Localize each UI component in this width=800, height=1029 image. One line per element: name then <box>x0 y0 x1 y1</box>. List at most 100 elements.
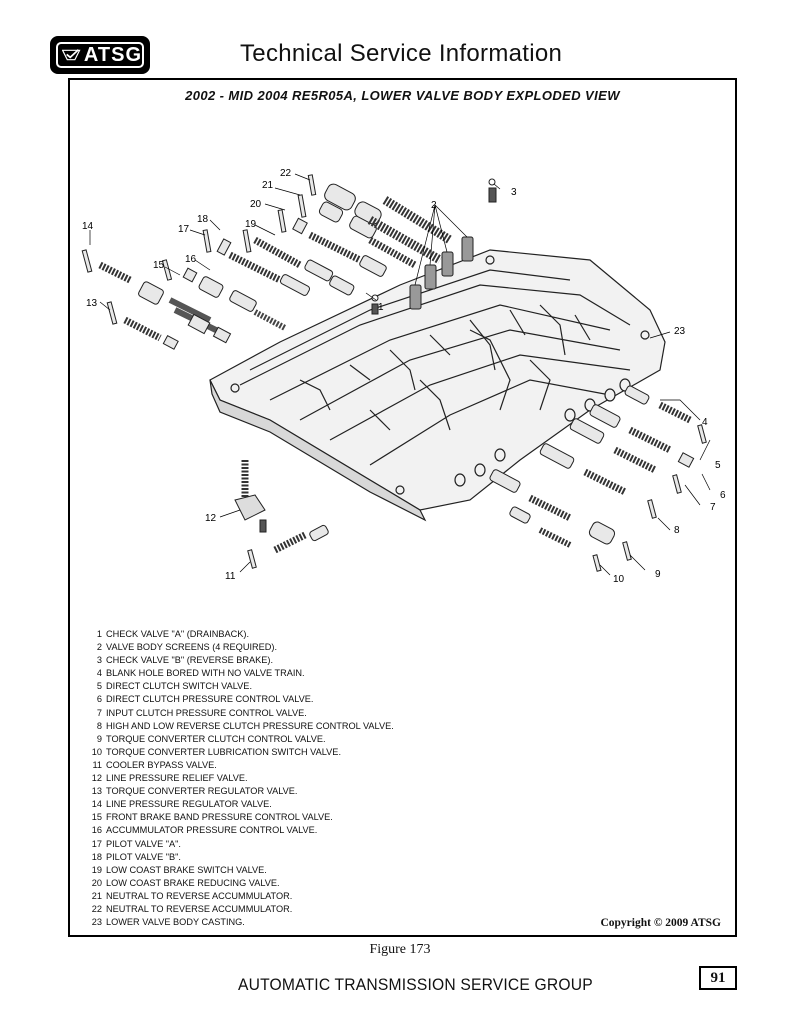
lower-valve-trains <box>234 385 707 572</box>
callout-17: 17 <box>178 224 190 235</box>
legend-item-text: LOW COAST BRAKE REDUCING VALVE. <box>106 877 280 888</box>
legend-item-text: TORQUE CONVERTER REGULATOR VALVE. <box>106 786 298 797</box>
page-number: 91 <box>699 966 737 990</box>
legend-item: 18 PILOT VALVE "B". <box>82 851 394 864</box>
legend-item-text: CHECK VALVE "B" (REVERSE BRAKE). <box>106 655 274 666</box>
legend-item-number: 1 <box>96 629 102 639</box>
legend-item-text: NEUTRAL TO REVERSE ACCUMMULATOR. <box>106 903 293 914</box>
legend-item-text: PILOT VALVE "B". <box>106 851 181 862</box>
legend-item: 19 LOW COAST BRAKE SWITCH VALVE. <box>82 864 394 877</box>
legend-item-number: 17 <box>91 838 102 849</box>
legend-item: 3 CHECK VALVE "B" (REVERSE BRAKE). <box>82 654 394 667</box>
callout-4: 4 <box>702 417 708 428</box>
legend-item-text: LOW COAST BRAKE SWITCH VALVE. <box>106 864 267 875</box>
legend-item: 13 TORQUE CONVERTER REGULATOR VALVE. <box>82 785 394 798</box>
callout-14: 14 <box>82 221 94 232</box>
legend-item-number: 7 <box>96 707 102 718</box>
callout-19: 19 <box>245 219 257 230</box>
legend-item-number: 12 <box>91 773 102 784</box>
legend-item-text: LINE PRESSURE RELIEF VALVE. <box>106 773 248 784</box>
legend-item: 1 CHECK VALVE "A" (DRAINBACK). <box>82 628 394 641</box>
legend-item-text: FRONT BRAKE BAND PRESSURE CONTROL VALVE. <box>106 812 333 823</box>
legend-item-text: TORQUE CONVERTER CLUTCH CONTROL VALVE. <box>106 733 326 744</box>
legend-item-number: 2 <box>96 642 102 653</box>
legend-item-number: 18 <box>91 851 102 862</box>
legend-item-text: LINE PRESSURE REGULATOR VALVE. <box>106 799 272 810</box>
callout-21: 21 <box>262 180 274 191</box>
legend-item-number: 6 <box>96 694 102 705</box>
logo-text: ATSG <box>83 43 142 66</box>
legend-item: 14 LINE PRESSURE REGULATOR VALVE. <box>82 798 394 811</box>
legend-item-number: 21 <box>91 890 102 901</box>
legend-item-text: INPUT CLUTCH PRESSURE CONTROL VALVE. <box>106 707 307 718</box>
callout-8: 8 <box>674 525 680 536</box>
legend-item-number: 23 <box>91 917 102 928</box>
legend-item-text: ACCUMMULATOR PRESSURE CONTROL VALVE. <box>106 825 318 836</box>
legend-item-number: 22 <box>91 903 102 914</box>
callout-16: 16 <box>185 254 197 265</box>
callout-11: 11 <box>225 571 236 582</box>
callout-10: 10 <box>613 574 625 585</box>
leader-lines <box>89 173 711 576</box>
legend-item: 22 NEUTRAL TO REVERSE ACCUMMULATOR. <box>82 903 394 916</box>
legend-item-text: LOWER VALVE BODY CASTING. <box>106 917 245 928</box>
legend-item-number: 20 <box>91 877 102 888</box>
footer-organization: AUTOMATIC TRANSMISSION SERVICE GROUP <box>238 975 593 994</box>
legend-item: 17 PILOT VALVE "A". <box>82 838 394 851</box>
legend-item-number: 14 <box>91 799 102 810</box>
legend-item-text: CHECK VALVE "A" (DRAINBACK). <box>106 629 250 639</box>
legend-item-number: 19 <box>91 864 102 875</box>
legend-item-number: 11 <box>92 759 102 770</box>
callout-23: 23 <box>674 326 686 337</box>
legend-item: 12 LINE PRESSURE RELIEF VALVE. <box>82 772 394 785</box>
legend-item-number: 3 <box>96 655 102 666</box>
legend-item-number: 4 <box>96 668 102 679</box>
exploded-view-drawing: 1 2 3 4 5 6 7 8 9 10 11 12 13 14 15 16 1… <box>81 168 726 585</box>
callout-3: 3 <box>511 187 517 198</box>
parts-legend: 1 CHECK VALVE "A" (DRAINBACK). 2 VALVE BODY… <box>82 628 394 929</box>
callout-20: 20 <box>250 199 262 210</box>
legend-item-text: NEUTRAL TO REVERSE ACCUMMULATOR. <box>106 890 293 901</box>
legend-item: 20 LOW COAST BRAKE REDUCING VALVE. <box>82 877 394 890</box>
copyright: Copyright © 2009 ATSG <box>600 917 721 929</box>
legend-item-text: PILOT VALVE "A". <box>106 838 181 849</box>
checkmark-icon <box>62 49 81 61</box>
legend-item: 16 ACCUMMULATOR PRESSURE CONTROL VALVE. <box>82 824 394 837</box>
spring-14 <box>98 261 132 284</box>
legend-item-number: 8 <box>96 720 102 731</box>
legend-item-text: VALVE BODY SCREENS (4 REQUIRED). <box>106 642 278 653</box>
callout-22: 22 <box>280 168 292 179</box>
legend-item-text: BLANK HOLE BORED WITH NO VALVE TRAIN. <box>106 668 305 679</box>
legend-item-text: DIRECT CLUTCH PRESSURE CONTROL VALVE. <box>106 694 314 705</box>
callout-18: 18 <box>197 214 209 225</box>
legend-item-number: 13 <box>91 786 102 797</box>
legend-item-text: TORQUE CONVERTER LUBRICATION SWITCH VALV… <box>106 746 341 757</box>
legend-item: 8 HIGH AND LOW REVERSE CLUTCH PRESSURE CO… <box>82 720 394 733</box>
legend-item-text: HIGH AND LOW REVERSE CLUTCH PRESSURE CON… <box>106 720 394 731</box>
callout-12: 12 <box>205 513 217 524</box>
legend-item: 23 LOWER VALVE BODY CASTING. <box>82 916 394 929</box>
atsg-logo: ATSG <box>50 36 150 74</box>
legend-item-number: 10 <box>91 746 102 757</box>
spring-13 <box>123 316 162 342</box>
callout-6: 6 <box>720 490 726 501</box>
page-title: Technical Service Information <box>240 40 563 67</box>
callout-1: 1 <box>378 302 384 313</box>
legend-item: 2 VALVE BODY SCREENS (4 REQUIRED). <box>82 641 394 654</box>
legend-item: 21 NEUTRAL TO REVERSE ACCUMMULATOR. <box>82 890 394 903</box>
callout-9: 9 <box>655 569 661 580</box>
legend-item: 7 INPUT CLUTCH PRESSURE CONTROL VALVE. <box>82 707 394 720</box>
legend-item-number: 16 <box>91 825 102 836</box>
legend-item: 10 TORQUE CONVERTER LUBRICATION SWITCH VA… <box>82 746 394 759</box>
legend-item-text: DIRECT CLUTCH SWITCH VALVE. <box>106 681 252 692</box>
callout-13: 13 <box>86 298 98 309</box>
callout-2: 2 <box>431 200 437 211</box>
figure-caption: Figure 173 <box>369 942 431 957</box>
figure-frame: 2002 - MID 2004 RE5R05A, LOWER VALVE BOD… <box>68 78 737 937</box>
callout-7: 7 <box>710 502 716 513</box>
callout-5: 5 <box>715 460 721 471</box>
legend-item-number: 15 <box>91 812 102 823</box>
